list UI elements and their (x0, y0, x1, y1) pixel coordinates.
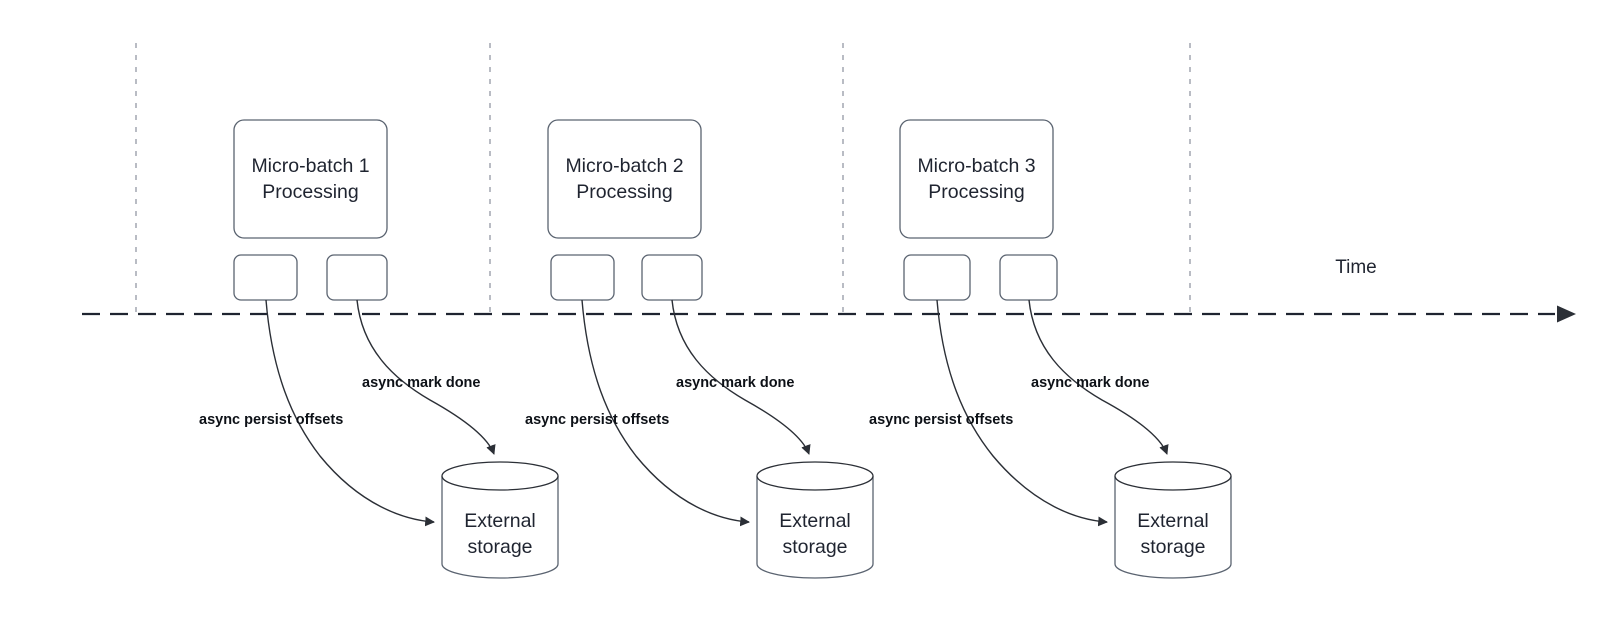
micro-batch-3-label-line2: Processing (928, 181, 1024, 203)
micro-batch-1-label-line1: Micro-batch 1 (251, 155, 369, 177)
mark-done-curve-1 (356, 299, 496, 455)
persist-offsets-label-1: async persist offsets (199, 412, 343, 428)
external-storage-3-body (1114, 476, 1232, 579)
mark-done-curve-2 (671, 299, 811, 455)
micro-batch-3-label-line1: Micro-batch 3 (917, 155, 1035, 177)
micro-batch-3-box[interactable] (899, 119, 1054, 239)
persist-offsets-curve-1 (265, 299, 435, 527)
task-box-2-left[interactable] (550, 254, 615, 301)
tick-lines (135, 43, 1191, 318)
micro-batch-1-box[interactable] (233, 119, 388, 239)
micro-batch-1-label-line2: Processing (262, 181, 358, 203)
task-box-2-right[interactable] (641, 254, 703, 301)
mark-done-curve-3 (1028, 299, 1169, 455)
time-axis-arrowhead (1557, 305, 1576, 323)
external-storage-2-body (756, 476, 874, 579)
external-storage-2-top (756, 461, 874, 491)
micro-batch-2-box[interactable] (547, 119, 702, 239)
persist-offsets-label-2: async persist offsets (525, 412, 669, 428)
group-3: Micro-batch 3 Processing async persist o… (869, 119, 1232, 579)
task-box-3-left[interactable] (903, 254, 971, 301)
task-box-3-right[interactable] (999, 254, 1058, 301)
mark-done-label-2: async mark done (676, 375, 794, 391)
group-2: Micro-batch 2 Processing async persist o… (525, 119, 874, 579)
external-storage-2-label-line1: External (779, 510, 851, 532)
external-storage-3-top (1114, 461, 1232, 491)
micro-batch-2-label-line2: Processing (576, 181, 672, 203)
mark-done-label-1: async mark done (362, 375, 480, 391)
external-storage-3-label-line1: External (1137, 510, 1209, 532)
time-axis-label: Time (1335, 257, 1377, 278)
mark-done-label-3: async mark done (1031, 375, 1149, 391)
persist-offsets-curve-2 (581, 299, 750, 527)
time-axis: Time (82, 257, 1576, 323)
group-1: Micro-batch 1 Processing async persist o… (199, 119, 559, 579)
external-storage-1[interactable]: External storage (441, 461, 559, 579)
external-storage-1-top (441, 461, 559, 491)
external-storage-1-label-line2: storage (467, 536, 532, 558)
external-storage-3-label-line2: storage (1140, 536, 1205, 558)
micro-batch-2-label-line1: Micro-batch 2 (565, 155, 683, 177)
persist-offsets-label-3: async persist offsets (869, 412, 1013, 428)
task-box-1-left[interactable] (233, 254, 298, 301)
external-storage-1-body (441, 476, 559, 579)
external-storage-2-label-line2: storage (782, 536, 847, 558)
persist-offsets-curve-3 (936, 299, 1108, 527)
external-storage-2[interactable]: External storage (756, 461, 874, 579)
external-storage-3[interactable]: External storage (1114, 461, 1232, 579)
task-box-1-right[interactable] (326, 254, 388, 301)
external-storage-1-label-line1: External (464, 510, 536, 532)
